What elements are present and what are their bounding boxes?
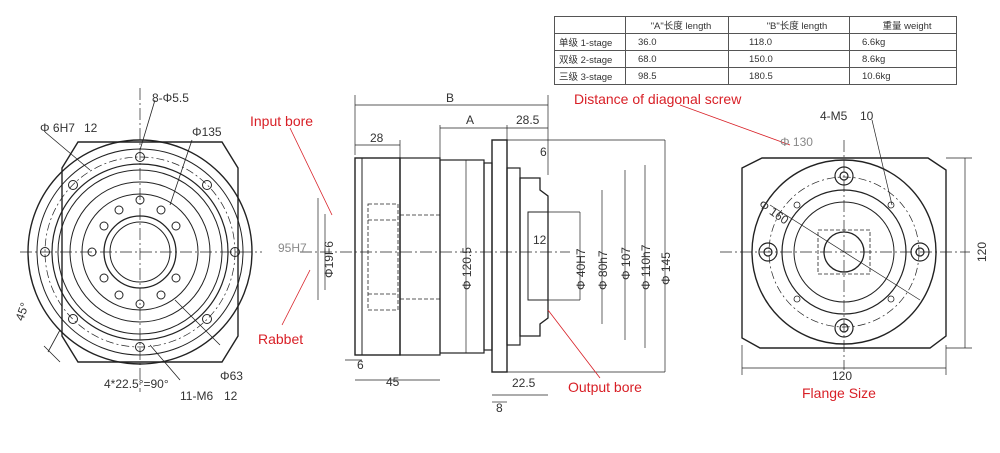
front-pin-depth-label: 12 xyxy=(84,121,98,135)
spec-table-header: "A"长度 length "B"长度 length 重量 weight xyxy=(554,16,957,34)
dim-6-bottom: 6 xyxy=(357,358,364,372)
spec-header-a: "A"长度 length xyxy=(625,16,729,34)
flange-hole-depth-label: 10 xyxy=(860,109,874,123)
spec-cell: 单级 1-stage xyxy=(554,33,626,51)
dim-rabbet-95: 95H7 xyxy=(278,241,307,255)
annotation-input-bore: Input bore xyxy=(250,113,313,129)
front-holes-label: 8-Φ5.5 xyxy=(152,91,189,105)
spec-cell: 118.0 xyxy=(728,33,850,51)
flange-width-label: 120 xyxy=(832,369,852,383)
spec-cell: 150.0 xyxy=(728,50,850,68)
spec-row-1: 单级 1-stage 36.0 118.0 6.6kg xyxy=(554,33,957,51)
spec-cell: 180.5 xyxy=(728,67,850,85)
dim-45: 45 xyxy=(386,375,400,389)
dim-107: Φ 107 xyxy=(619,247,633,280)
annotation-rabbet: Rabbet xyxy=(258,331,303,347)
dim-22-5: 22.5 xyxy=(512,376,536,390)
front-inner-holes xyxy=(87,195,181,309)
dim-28-5: 28.5 xyxy=(516,113,540,127)
annotation-diagonal-screw: Distance of diagonal screw xyxy=(574,91,742,107)
front-boss-label: Φ63 xyxy=(220,369,243,383)
spec-cell: 68.0 xyxy=(625,50,729,68)
spec-cell: 36.0 xyxy=(625,33,729,51)
dim-B: B xyxy=(446,91,454,105)
spec-cell: 三级 3-stage xyxy=(554,67,626,85)
front-view xyxy=(20,88,262,392)
spec-cell: 6.6kg xyxy=(849,33,957,51)
spec-header-b: "B"长度 length xyxy=(728,16,850,34)
spec-cell: 10.6kg xyxy=(849,67,957,85)
dim-40: Φ 40H7 xyxy=(574,248,588,290)
spec-row-2: 双级 2-stage 68.0 150.0 8.6kg xyxy=(554,50,957,68)
front-angle-label: 45° xyxy=(13,301,32,323)
flange-pcd-label: Φ 130 xyxy=(780,135,813,149)
dim-120-5: Φ 120.5 xyxy=(460,247,474,290)
dim-80: Φ 80h7 xyxy=(596,250,610,290)
annotation-output-bore: Output bore xyxy=(568,379,642,395)
dim-6-top: 6 xyxy=(540,145,547,159)
flange-height-label: 120 xyxy=(975,242,989,262)
annotation-flange-size: Flange Size xyxy=(802,385,876,401)
side-view xyxy=(281,95,666,403)
dim-28: 28 xyxy=(370,131,384,145)
front-pin-label: Φ 6H7 xyxy=(40,121,75,135)
dim-8: 8 xyxy=(496,401,503,415)
spec-cell: 双级 2-stage xyxy=(554,50,626,68)
dim-12: 12 xyxy=(533,233,547,247)
side-flange xyxy=(491,139,508,373)
front-thread-label: 11-M6 xyxy=(180,389,213,403)
dim-145: Φ 145 xyxy=(659,252,673,285)
front-flange-outline xyxy=(61,141,239,363)
spec-header-stage xyxy=(554,16,626,34)
side-output-shaft xyxy=(519,177,549,337)
front-pcd-label: Φ135 xyxy=(192,125,222,139)
spec-cell: 98.5 xyxy=(625,67,729,85)
flange-view xyxy=(679,104,972,375)
spec-header-weight: 重量 weight xyxy=(849,16,957,34)
flange-outline xyxy=(741,157,947,349)
front-outer-holes xyxy=(40,152,240,352)
dim-A: A xyxy=(466,113,474,127)
front-thread-depth-label: 12 xyxy=(224,389,238,403)
dim-110: Φ 110h7 xyxy=(639,244,653,290)
spec-row-3: 三级 3-stage 98.5 180.5 10.6kg xyxy=(554,67,957,85)
dim-bore-19: Φ19F6 xyxy=(322,241,336,278)
front-spacing-label: 4*22.5°=90° xyxy=(104,377,169,391)
flange-holes-label: 4-M5 xyxy=(820,109,848,123)
spec-cell: 8.6kg xyxy=(849,50,957,68)
spec-table: "A"长度 length "B"长度 length 重量 weight 单级 1… xyxy=(554,16,957,85)
